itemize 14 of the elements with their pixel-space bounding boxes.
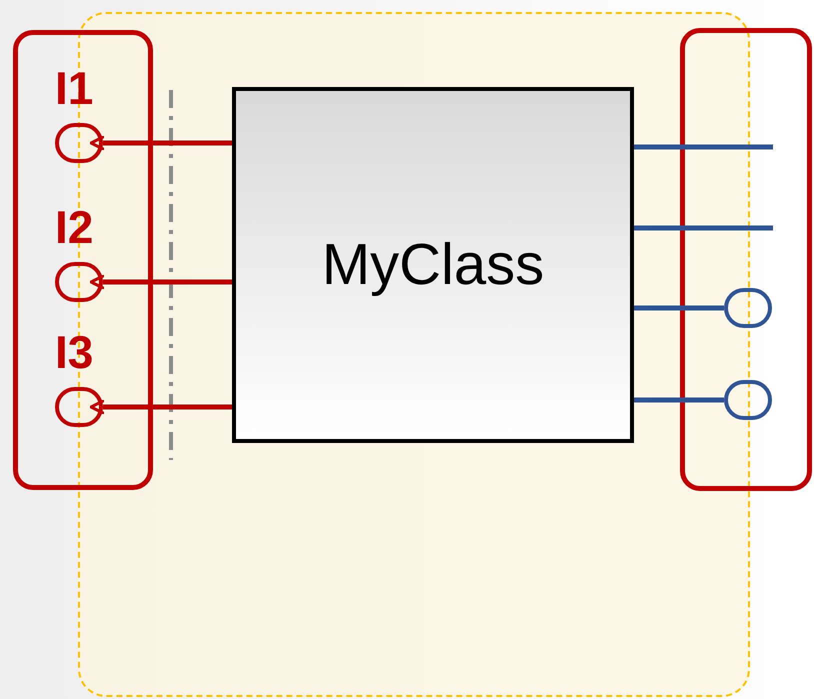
interface-group-box xyxy=(13,30,153,490)
class-box xyxy=(232,87,634,443)
port-line xyxy=(634,144,773,150)
connector-line xyxy=(634,306,724,310)
connector-line xyxy=(634,398,724,402)
arrow xyxy=(90,274,232,290)
arrow xyxy=(90,400,232,414)
interface-label: I2 xyxy=(55,204,94,250)
interface-label: I1 xyxy=(55,65,94,111)
arrow xyxy=(90,136,232,150)
interface-label: I3 xyxy=(55,329,94,375)
port-line xyxy=(634,226,773,230)
class-name: MyClass xyxy=(322,236,544,294)
interface-group-box xyxy=(680,28,812,491)
